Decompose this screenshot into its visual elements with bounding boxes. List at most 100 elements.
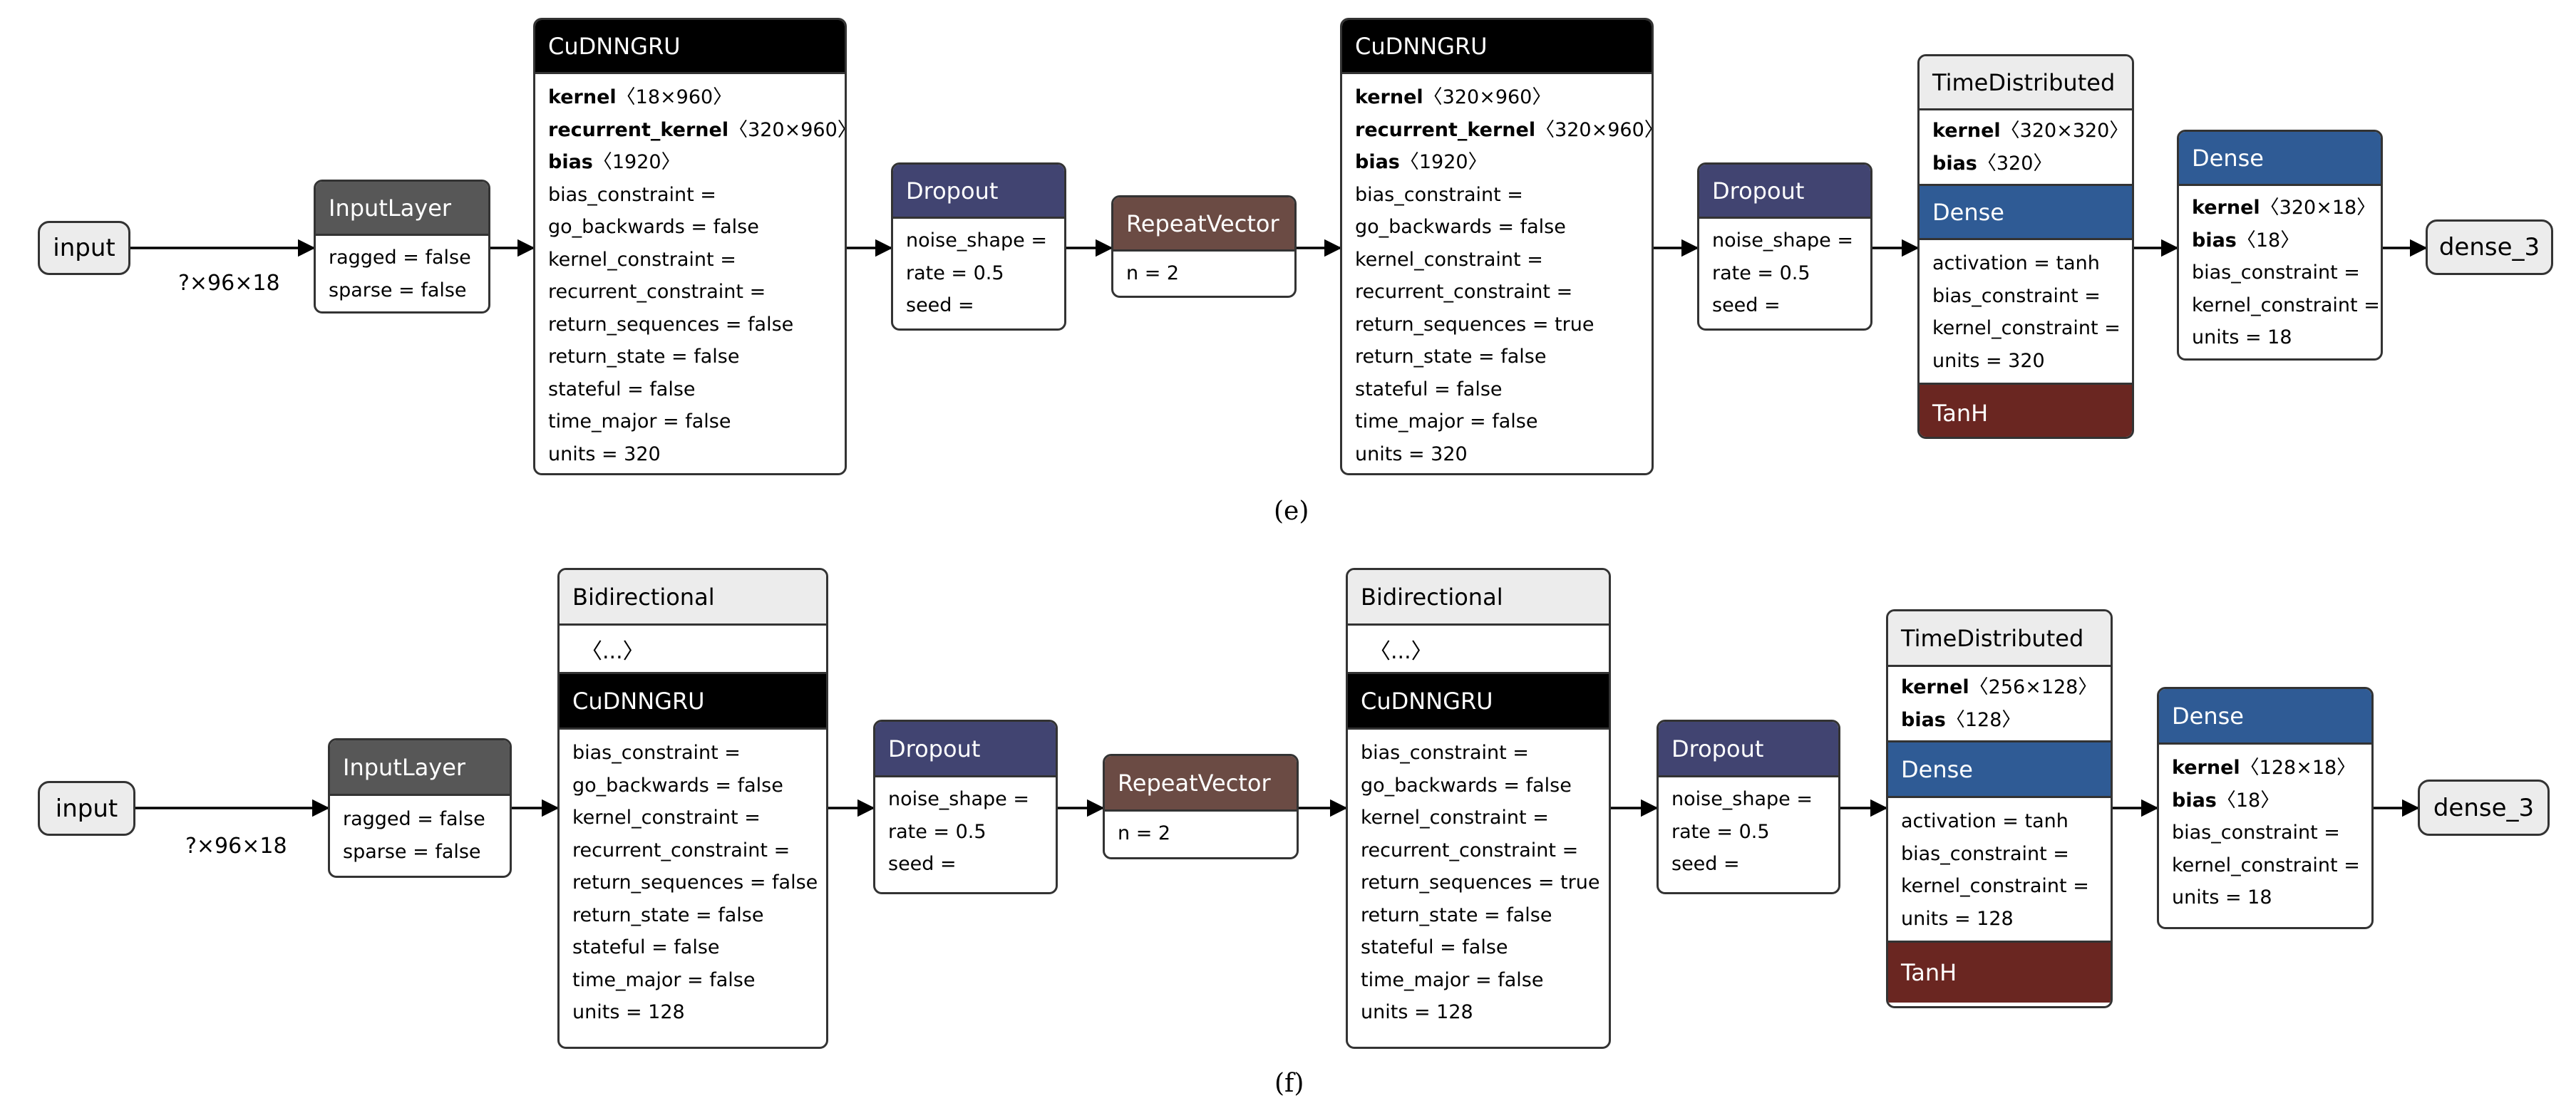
attr: bias_constraint = bbox=[572, 742, 741, 764]
attr: return_state = false bbox=[572, 904, 764, 926]
attr: stateful = false bbox=[548, 378, 696, 400]
attr: seed = bbox=[1671, 853, 1740, 875]
bidirectional-node[interactable]: Bidirectional 〈...〉 CuDNNGRU bias_constr… bbox=[1346, 568, 1611, 1049]
dense-node[interactable]: Dense kernel〈128×18〉 bias〈18〉 bias_const… bbox=[2157, 687, 2374, 929]
attr: return_sequences = true bbox=[1355, 313, 1594, 336]
weight-name: bias bbox=[2172, 789, 2217, 812]
attr: activation = tanh bbox=[1901, 810, 2068, 832]
attr: time_major = false bbox=[548, 410, 731, 433]
attr: kernel_constraint = bbox=[1932, 317, 2121, 339]
weight-name: bias bbox=[1355, 151, 1400, 173]
timedistributed-node[interactable]: TimeDistributed kernel〈320×320〉 bias〈320… bbox=[1917, 54, 2134, 439]
caption-e: (e) bbox=[1274, 497, 1309, 526]
weight-name: kernel bbox=[2172, 757, 2240, 779]
weight-shape: 〈128〉 bbox=[1945, 708, 2021, 731]
bidirectional-node[interactable]: Bidirectional 〈...〉 CuDNNGRU bias_constr… bbox=[557, 568, 828, 1049]
edge-shape-label: ?×96×18 bbox=[178, 271, 280, 296]
weight-name: recurrent_kernel bbox=[548, 118, 729, 141]
attr: bias_constraint = bbox=[1361, 742, 1529, 764]
node-title: TimeDistributed bbox=[1920, 56, 2132, 110]
node-title: RepeatVector bbox=[1113, 197, 1294, 252]
attr: recurrent_constraint = bbox=[548, 281, 766, 303]
dropout-node[interactable]: Dropout noise_shape = rate = 0.5 seed = bbox=[1657, 720, 1840, 894]
weight-shape: 〈18〉 bbox=[2236, 229, 2300, 252]
attr: bias_constraint = bbox=[1901, 842, 2069, 865]
attr: kernel_constraint = bbox=[1901, 875, 2089, 897]
attr: seed = bbox=[906, 294, 974, 316]
attr: go_backwards = false bbox=[1361, 774, 1572, 797]
node-title: Dense bbox=[2159, 689, 2371, 745]
timedistributed-node[interactable]: TimeDistributed kernel〈256×128〉 bias〈128… bbox=[1886, 609, 2113, 1008]
inner-dense-title: Dense bbox=[1888, 742, 2111, 798]
attr: units = 128 bbox=[1361, 1001, 1473, 1023]
attr: units = 18 bbox=[2172, 886, 2272, 908]
weight-shape: 〈1920〉 bbox=[592, 151, 681, 173]
attr: time_major = false bbox=[572, 968, 756, 991]
attr: bias_constraint = bbox=[2192, 262, 2360, 284]
node-title: InputLayer bbox=[330, 740, 510, 796]
dense-node[interactable]: Dense kernel〈320×18〉 bias〈18〉 bias_const… bbox=[2177, 130, 2383, 361]
attr: stateful = false bbox=[1361, 936, 1508, 958]
attr: ragged = false bbox=[329, 247, 471, 269]
weight-name: kernel bbox=[1355, 86, 1423, 108]
attr: time_major = false bbox=[1361, 968, 1544, 991]
inner-cudnngru-title: CuDNNGRU bbox=[1348, 674, 1609, 730]
attr: noise_shape = bbox=[888, 788, 1029, 810]
weight-name: bias bbox=[1901, 708, 1946, 731]
weight-shape: 〈320×320〉 bbox=[2000, 120, 2129, 142]
weight-name: recurrent_kernel bbox=[1355, 118, 1536, 141]
inputlayer-node[interactable]: InputLayer ragged = false sparse = false bbox=[314, 180, 490, 314]
node-title: Dropout bbox=[1659, 722, 1838, 777]
activation-title: TanH bbox=[1920, 385, 2132, 437]
dropout-node[interactable]: Dropout noise_shape = rate = 0.5 seed = bbox=[891, 162, 1066, 331]
weight-name: kernel bbox=[2192, 197, 2260, 219]
attr: units = 128 bbox=[1901, 907, 2014, 930]
attr: return_sequences = false bbox=[572, 871, 818, 894]
weight-shape: 〈320〉 bbox=[1977, 152, 2053, 175]
attr: bias_constraint = bbox=[1932, 284, 2101, 307]
weight-shape: 〈320×960〉 bbox=[1423, 86, 1552, 108]
attr: return_sequences = true bbox=[1361, 871, 1600, 894]
node-title: Dropout bbox=[893, 165, 1064, 219]
edge-shape-label: ?×96×18 bbox=[185, 834, 287, 859]
attr: rate = 0.5 bbox=[1671, 820, 1770, 843]
attr: noise_shape = bbox=[906, 229, 1047, 252]
output-node[interactable]: dense_3 bbox=[2418, 780, 2550, 836]
inner-dense-title: Dense bbox=[1920, 186, 2132, 240]
attr: recurrent_constraint = bbox=[572, 839, 790, 861]
attr: units = 320 bbox=[548, 442, 661, 465]
dropout-node[interactable]: Dropout noise_shape = rate = 0.5 seed = bbox=[1697, 162, 1872, 331]
inputlayer-node[interactable]: InputLayer ragged = false sparse = false bbox=[328, 738, 512, 878]
input-node[interactable]: input bbox=[38, 781, 135, 836]
collapsed-indicator[interactable]: 〈...〉 bbox=[1348, 626, 1609, 674]
activation-title: TanH bbox=[1888, 943, 2111, 1003]
weight-name: kernel bbox=[1901, 676, 1969, 698]
attr: go_backwards = false bbox=[548, 216, 759, 238]
repeatvector-node[interactable]: RepeatVector n = 2 bbox=[1103, 754, 1299, 859]
dropout-node[interactable]: Dropout noise_shape = rate = 0.5 seed = bbox=[873, 720, 1058, 894]
output-node[interactable]: dense_3 bbox=[2426, 219, 2553, 275]
cudnngru-node[interactable]: CuDNNGRU kernel〈320×960〉 recurrent_kerne… bbox=[1340, 18, 1654, 475]
attr: units = 18 bbox=[2192, 326, 2292, 348]
attr: recurrent_constraint = bbox=[1361, 839, 1579, 861]
attr: noise_shape = bbox=[1712, 229, 1853, 252]
weight-shape: 〈320×960〉 bbox=[728, 118, 847, 141]
attr: kernel_constraint = bbox=[2172, 854, 2360, 876]
node-title: RepeatVector bbox=[1105, 756, 1297, 812]
weight-name: bias bbox=[1932, 152, 1977, 175]
attr: sparse = false bbox=[343, 840, 481, 863]
node-title: Dense bbox=[2179, 132, 2381, 186]
attr: bias_constraint = bbox=[2172, 822, 2340, 844]
caption-f: (f) bbox=[1274, 1069, 1304, 1098]
collapsed-indicator[interactable]: 〈...〉 bbox=[560, 626, 826, 674]
cudnngru-node[interactable]: CuDNNGRU kernel〈18×960〉 recurrent_kernel… bbox=[533, 18, 847, 475]
attr: stateful = false bbox=[1355, 378, 1503, 400]
attr: n = 2 bbox=[1126, 262, 1180, 284]
attr: return_state = false bbox=[548, 346, 740, 368]
input-node[interactable]: input bbox=[38, 221, 130, 275]
attr: kernel_constraint = bbox=[548, 248, 736, 271]
repeatvector-node[interactable]: RepeatVector n = 2 bbox=[1111, 195, 1297, 298]
attr: rate = 0.5 bbox=[1712, 262, 1810, 284]
weight-name: kernel bbox=[548, 86, 617, 108]
node-title: Bidirectional bbox=[1348, 570, 1609, 626]
